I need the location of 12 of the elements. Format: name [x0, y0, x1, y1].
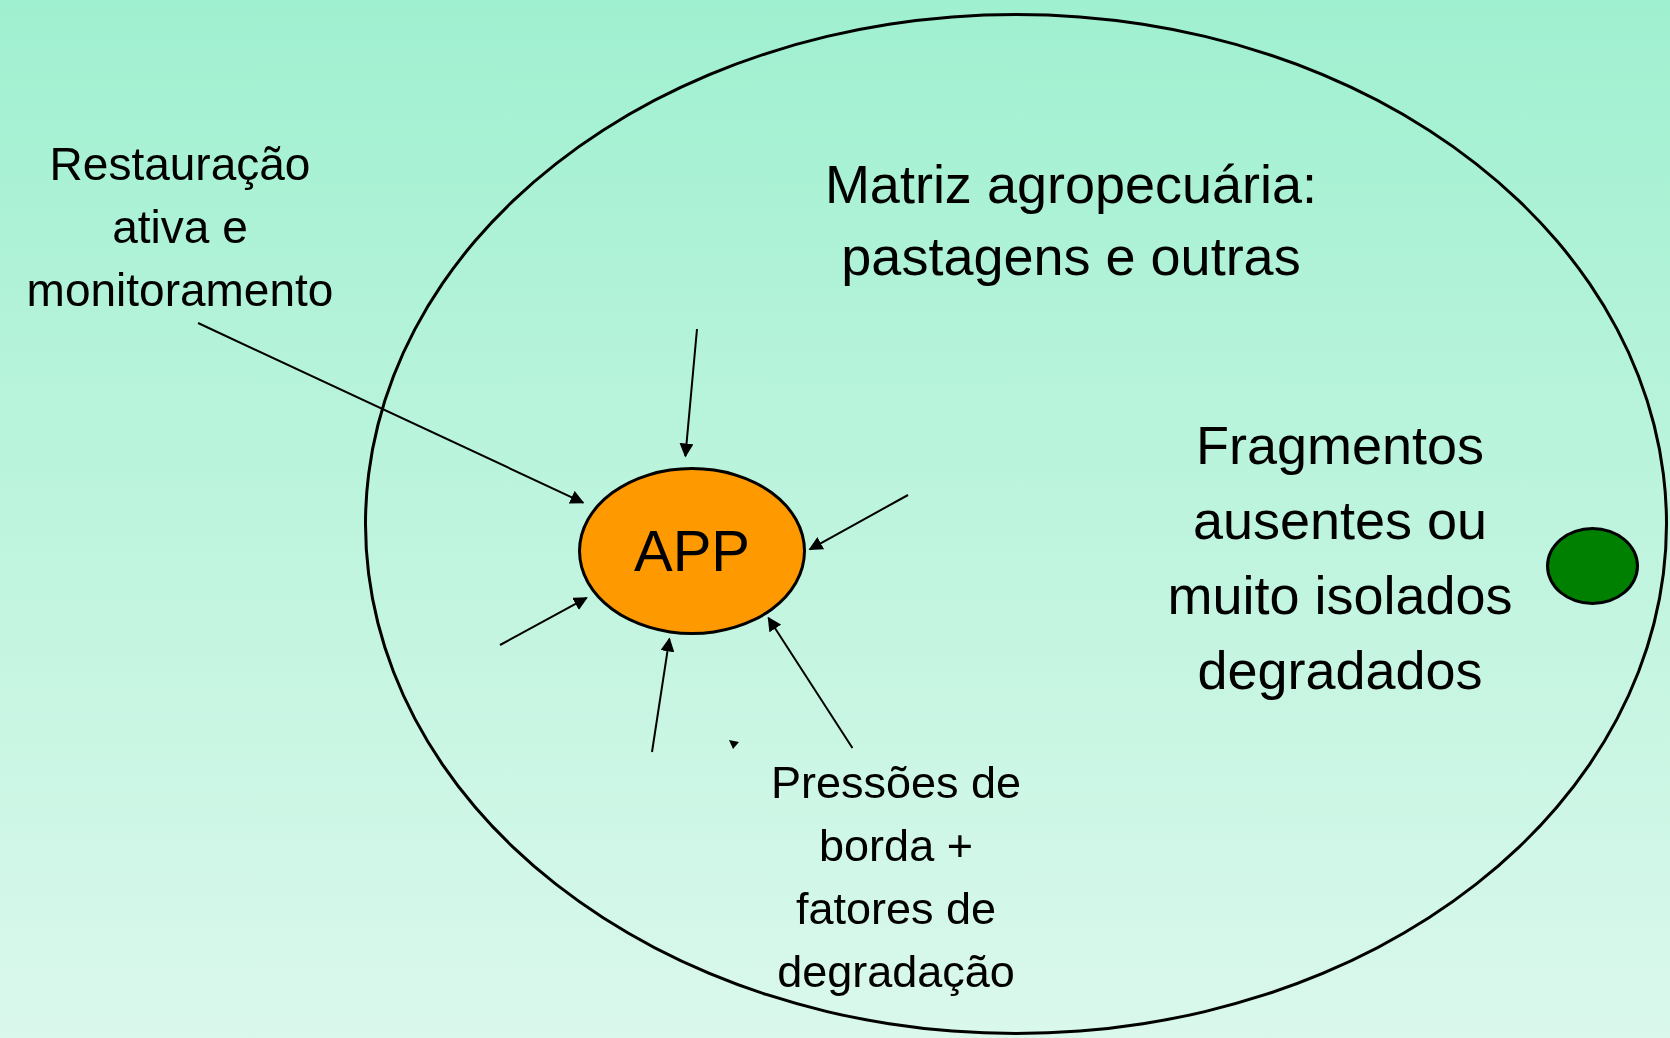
node-text: APP — [633, 522, 751, 580]
arrow — [679, 328, 698, 458]
text-label: Pressões de borda + fatores de degradação — [751, 751, 1041, 1011]
arrow — [197, 322, 585, 504]
beside-text: Fragmentos ausentes ou muito isolados degradados — [1166, 414, 1514, 702]
arrow — [499, 596, 588, 646]
region-ellipse — [364, 13, 1668, 1035]
text-label: Restauração ativa e monitoramento — [15, 133, 345, 323]
arrow — [767, 616, 854, 749]
arrow — [808, 494, 909, 551]
arrow — [651, 637, 675, 753]
node-text: Matriz agropecuária: pastagens e outras — [823, 153, 1319, 288]
